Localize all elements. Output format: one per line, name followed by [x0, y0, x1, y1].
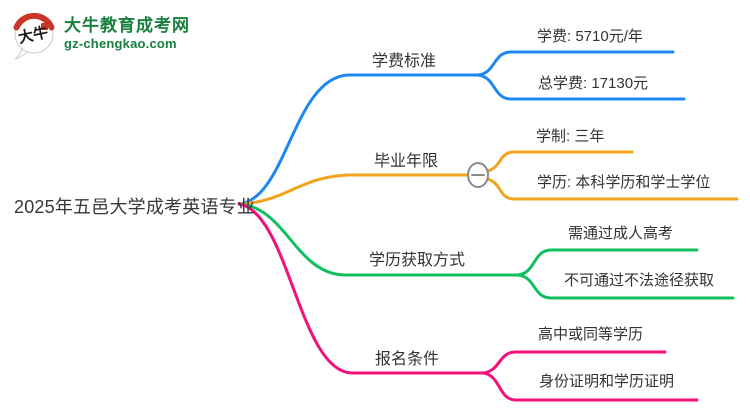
brand-title: 大牛教育成考网 [64, 16, 190, 35]
collapse-toggle-graduation[interactable] [467, 162, 489, 188]
node-degree-awarded[interactable]: 学历: 本科学历和学士学位 [537, 174, 711, 191]
edge-signup-main [237, 202, 485, 375]
edge-tuition-main [237, 73, 480, 206]
node-id-and-degree-proof[interactable]: 身份证明和学历证明 [539, 373, 675, 390]
edge-graduation-main [237, 173, 469, 206]
seal-stamp-icon [41, 23, 48, 30]
node-highschool-equivalent[interactable]: 高中或同等学历 [538, 326, 644, 343]
logo-mark-text: 大牛 [17, 23, 50, 47]
node-study-duration[interactable]: 学制: 三年 [536, 128, 605, 145]
node-tuition-per-year[interactable]: 学费: 5710元/年 [537, 28, 643, 45]
branch-node-graduation-years[interactable]: 毕业年限 [374, 153, 439, 170]
branch-node-degree-method[interactable]: 学历获取方式 [369, 252, 466, 269]
site-logo[interactable]: 大牛 大牛教育成考网 gz-chengkao.com [10, 8, 190, 60]
root-node[interactable]: 2025年五邑大学成考英语专业 [14, 197, 256, 217]
edge-graduation-child-1 [486, 150, 634, 173]
node-total-tuition[interactable]: 总学费: 17130元 [538, 75, 649, 92]
brand-subtitle: gz-chengkao.com [64, 36, 177, 51]
node-no-illegal-means[interactable]: 不可通过不法途径获取 [564, 272, 715, 289]
branch-node-tuition-standard[interactable]: 学费标准 [372, 53, 437, 70]
node-exam-required[interactable]: 需通过成人高考 [568, 225, 674, 242]
bull-speech-bubble-icon: 大牛 [13, 12, 55, 60]
branch-node-signup-requirements[interactable]: 报名条件 [375, 351, 440, 368]
